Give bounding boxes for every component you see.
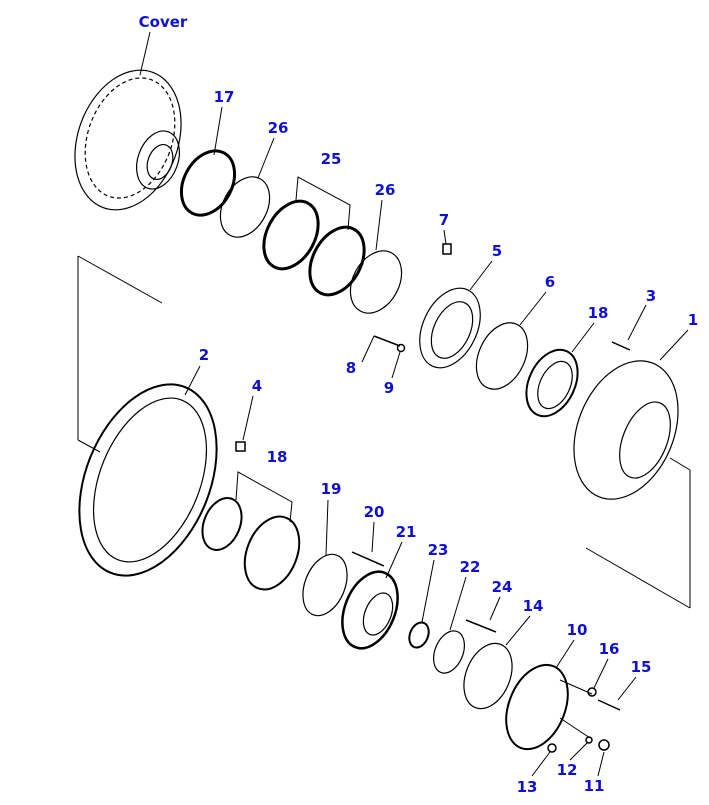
label-22: 22 [459,558,481,576]
part-23-collar [408,621,430,649]
leader-lines [77,31,691,777]
label-17: 17 [213,88,235,106]
label-12: 12 [556,761,578,779]
label-16: 16 [598,640,620,658]
label-13: 13 [516,778,538,796]
part-25-seal-b [308,225,366,297]
part-5-retainer [419,287,481,369]
label-26: 26 [267,119,289,137]
cover-part [74,69,182,211]
part-21-gear [341,570,399,650]
label-10: 10 [566,621,588,639]
part-6-oring [475,322,529,390]
label-24: 24 [491,578,513,596]
label-8: 8 [345,359,357,377]
part-25-seal-a [262,199,320,271]
part-10-cover [505,663,569,751]
label-15: 15 [630,658,652,676]
part-17-ring [179,149,237,217]
label-6: 6 [544,273,556,291]
label-23: 23 [427,541,449,559]
label-21: 21 [395,523,417,541]
label-11: 11 [583,777,605,795]
part-26-oring [219,176,271,238]
label-3: 3 [645,287,657,305]
part-1-hub [573,360,679,500]
part-2-sprocket [78,383,218,577]
label-14: 14 [522,597,544,615]
bolts [235,243,631,753]
part-18-bearing-b [243,515,301,591]
label-9: 9 [383,379,395,397]
label-18: 18 [587,304,609,322]
label-19: 19 [320,480,342,498]
label-20: 20 [363,503,385,521]
part-19-plate [302,553,348,617]
label-18-b: 18 [266,448,288,466]
part-18-bearing [525,348,579,418]
label-25: 25 [320,150,342,168]
part-22-plate [433,630,465,674]
part-18-bearing-a [201,497,243,551]
part-14-oring [463,642,513,710]
label-1: 1 [687,311,699,329]
label-7: 7 [438,211,450,229]
label-26-b: 26 [374,181,396,199]
label-cover: Cover [138,13,188,31]
label-2: 2 [198,346,210,364]
label-5: 5 [491,242,503,260]
part-26-oring-b [349,250,403,314]
label-4: 4 [251,377,263,395]
